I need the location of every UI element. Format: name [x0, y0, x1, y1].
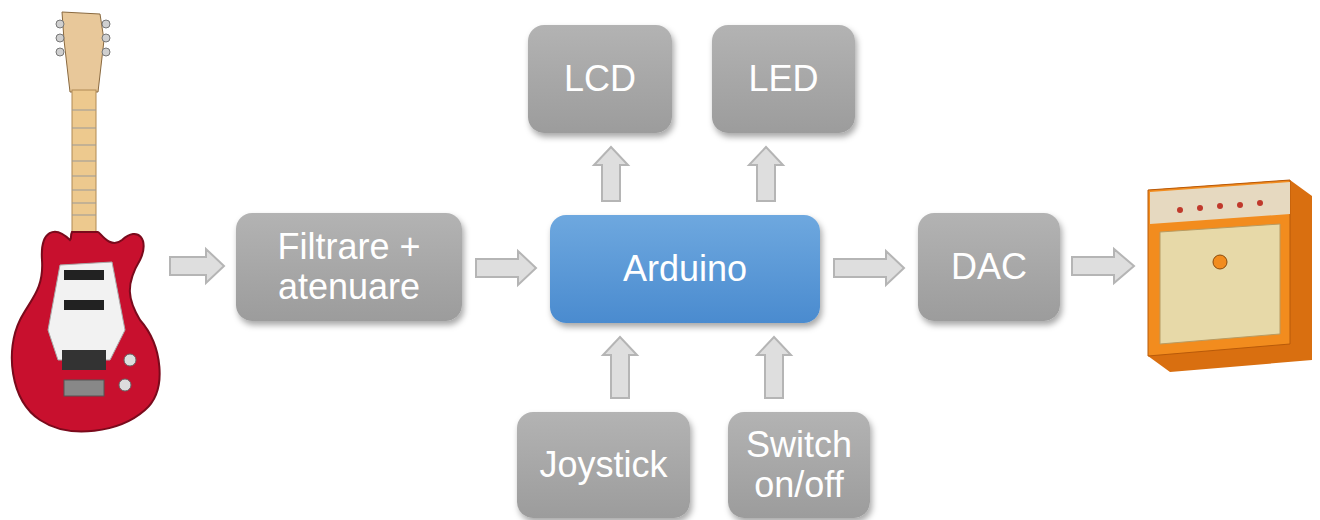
- guitar-illustration: [12, 12, 160, 431]
- box-label: DAC: [951, 247, 1027, 287]
- block-arrow: [757, 337, 791, 398]
- output-arrow: [1072, 249, 1134, 283]
- block-arrow: [594, 147, 628, 201]
- box-label: Arduino: [623, 249, 747, 289]
- box-label: Switch on/off: [740, 425, 858, 506]
- led-box: LED: [712, 25, 855, 133]
- input-box: Joystick: [517, 412, 690, 518]
- display-box: LCD: [528, 25, 672, 133]
- block-arrow: [603, 337, 637, 398]
- dac-box: DAC: [918, 213, 1060, 321]
- box-label: LED: [748, 59, 818, 99]
- box-label: Joystick: [539, 445, 667, 485]
- filter-box: Filtrare + atenuare: [236, 213, 462, 321]
- switch-box: Switch on/off: [728, 412, 870, 518]
- block-arrow: [749, 147, 783, 201]
- box-label: Filtrare + atenuare: [248, 227, 450, 308]
- box-label: LCD: [564, 59, 636, 99]
- amplifier-illustration: [1148, 180, 1312, 372]
- block-arrow: [834, 251, 904, 285]
- controller-box: Arduino: [550, 215, 820, 323]
- block-arrow: [476, 251, 536, 285]
- input-arrow: [170, 249, 224, 283]
